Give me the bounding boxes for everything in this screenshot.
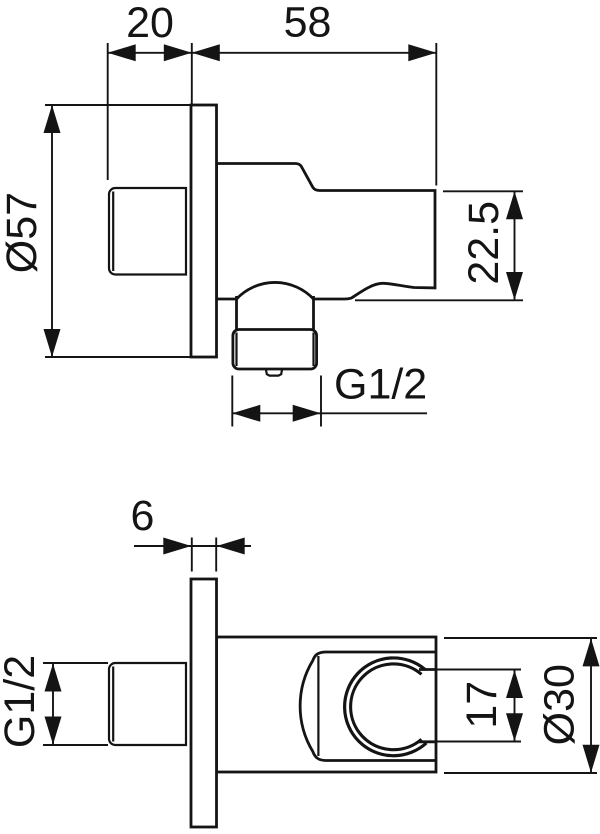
svg-text:G1/2: G1/2	[0, 655, 44, 748]
svg-text:6: 6	[131, 492, 155, 540]
svg-text:22.5: 22.5	[460, 201, 508, 285]
svg-text:Ø30: Ø30	[536, 664, 584, 745]
svg-text:17: 17	[458, 681, 506, 729]
svg-text:58: 58	[284, 0, 332, 47]
svg-text:20: 20	[126, 0, 174, 47]
svg-text:G1/2: G1/2	[334, 361, 427, 409]
svg-text:Ø57: Ø57	[0, 192, 46, 273]
